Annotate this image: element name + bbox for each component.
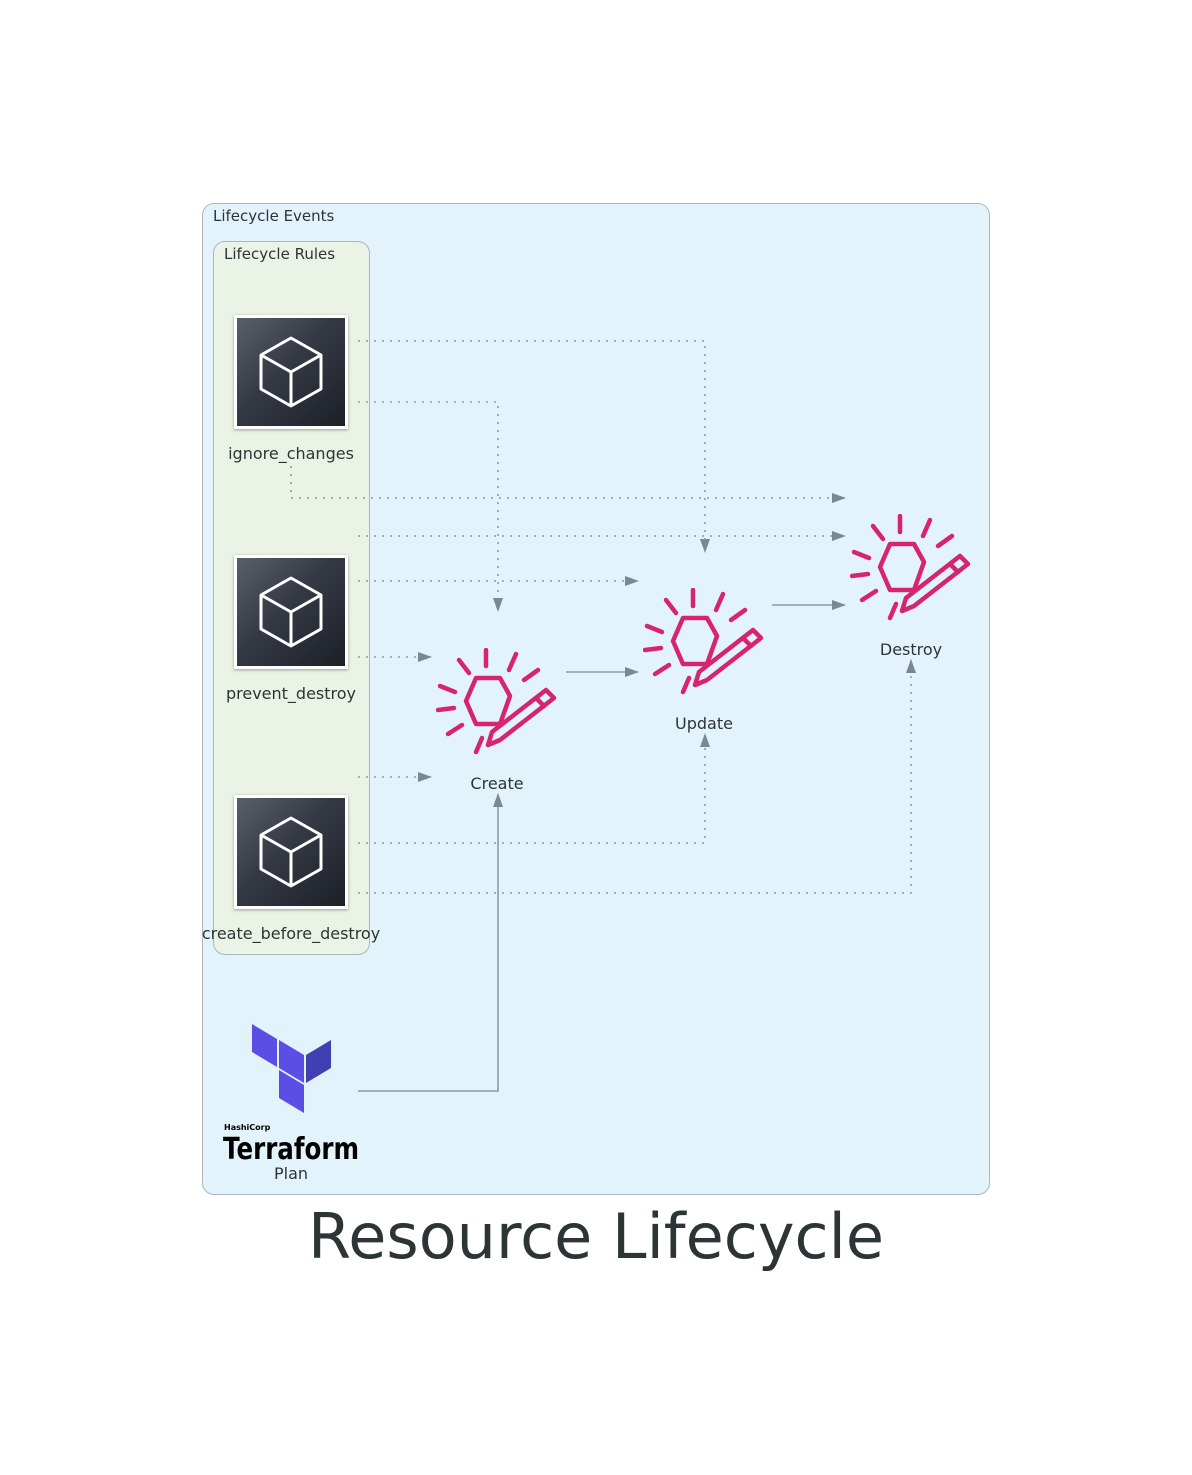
- cube-icon: [259, 816, 323, 888]
- prevent-destroy-label: prevent_destroy: [225, 684, 357, 703]
- ignore-changes-label: ignore_changes: [228, 444, 354, 463]
- update-label: Update: [675, 714, 733, 733]
- terraform-logo-icon: HashiCorp Terraform: [223, 1024, 359, 1164]
- destroy-event-icon: [850, 514, 971, 621]
- plan-label: Plan: [273, 1164, 309, 1183]
- edge-ignore-changes-to-destroy: [290, 466, 846, 503]
- edge-ignore-changes-to-create: [358, 401, 503, 612]
- hashicorp-wordmark: HashiCorp: [224, 1123, 271, 1132]
- prevent-destroy-node: [234, 555, 348, 669]
- lifecycle-rules-label: Lifecycle Rules: [224, 245, 336, 263]
- create-label: Create: [470, 774, 524, 793]
- create-event-icon: [436, 648, 557, 755]
- terraform-wordmark: Terraform: [223, 1132, 359, 1164]
- ignore-changes-node: [234, 315, 348, 429]
- create-before-destroy-node: [234, 795, 348, 909]
- create-before-destroy-label: create_before_destroy: [201, 924, 381, 943]
- update-event-icon: [643, 588, 764, 695]
- edge-plan-to-create: [358, 793, 503, 1092]
- cube-icon: [259, 576, 323, 648]
- edge-ignore-changes-to-update: [358, 340, 710, 553]
- destroy-label: Destroy: [879, 640, 943, 659]
- lifecycle-events-label: Lifecycle Events: [213, 207, 335, 225]
- page-title: Resource Lifecycle: [307, 1200, 884, 1273]
- edge-cbd-to-destroy: [358, 659, 916, 894]
- cube-icon: [259, 336, 323, 408]
